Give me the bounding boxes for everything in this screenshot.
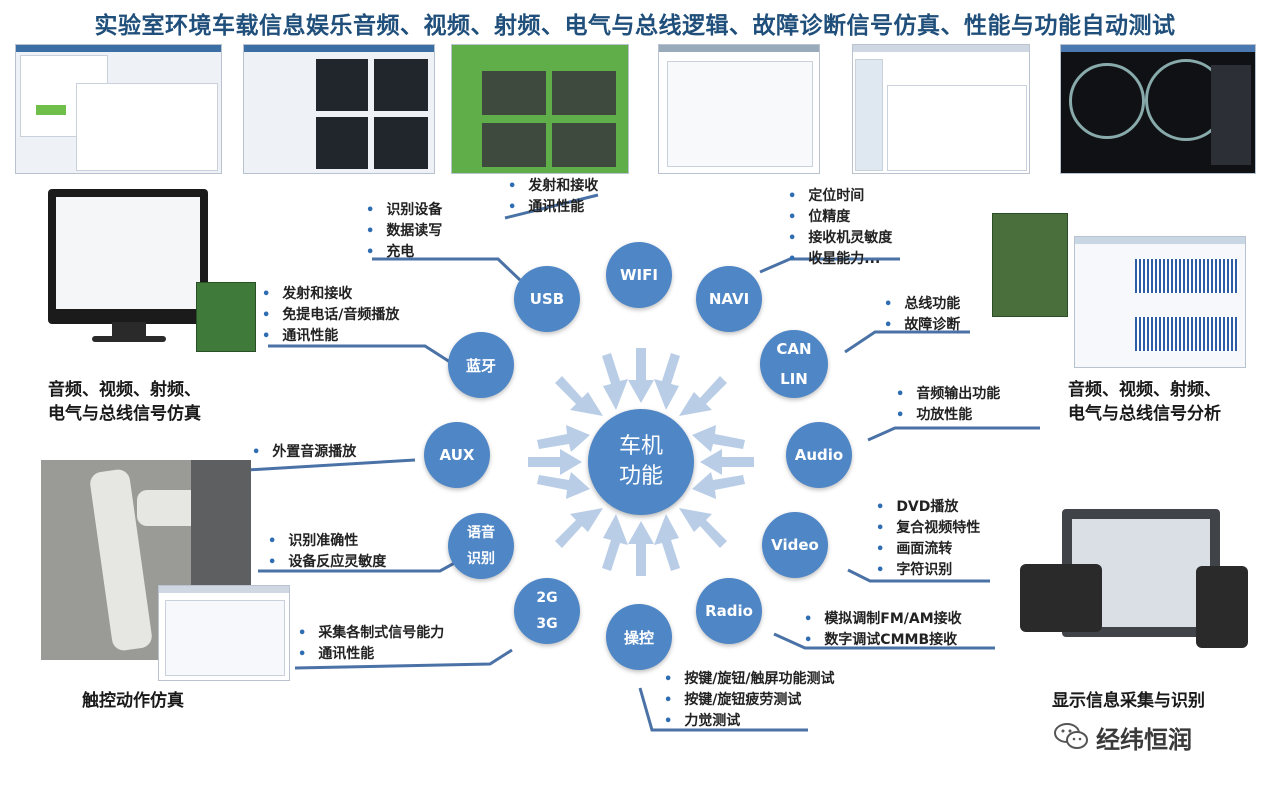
node-voice-label-2: 识别 [467,551,495,567]
node-2g-label: 2G [536,590,558,606]
simulation-caption: 音频、视频、射频、 电气与总线信号仿真 [48,378,201,426]
screenshot-thumb-4 [658,44,820,174]
node-navi: NAVI [696,266,762,332]
node-video: Video [762,512,828,578]
navi-item: 收星能力... [788,249,892,270]
bluetooth-item: 通讯性能 [262,326,399,347]
audio-item: 音频输出功能 [896,384,1000,405]
node-can-label: CAN [776,340,812,358]
video-item: DVD播放 [876,497,980,518]
navi-list: 定位时间 位精度 接收机灵敏度 收星能力... [788,186,892,270]
screenshot-thumb-5 [852,44,1030,174]
node-can-lin: CAN LIN [760,330,828,398]
screenshot-thumb-2 [243,44,435,174]
control-item: 按键/旋钮疲劳测试 [664,690,835,711]
usb-item: 数据读写 [366,221,442,242]
analysis-caption-line1: 音频、视频、射频、 [1068,380,1221,400]
wifi-list: 发射和接收 通讯性能 [508,176,598,218]
node-bluetooth: 蓝牙 [448,332,514,398]
navi-item: 位精度 [788,207,892,228]
wechat-icon [1054,723,1088,749]
usb-item: 充电 [366,242,442,263]
simulation-caption-line2: 电气与总线信号仿真 [48,404,201,424]
video-item: 画面流转 [876,539,980,560]
wifi-item: 通讯性能 [508,197,598,218]
video-item: 复合视频特性 [876,518,980,539]
audio-list: 音频输出功能 功放性能 [896,384,1000,426]
radio-item: 模拟调制FM/AM接收 [804,609,961,630]
node-control: 操控 [606,604,672,670]
touch-test-screenshot [158,585,290,681]
voice-list: 识别准确性 设备反应灵敏度 [268,531,386,573]
mobile-item: 通讯性能 [298,644,444,665]
radio-list: 模拟调制FM/AM接收 数字调试CMMB接收 [804,609,962,651]
node-usb: USB [514,266,580,332]
node-audio: Audio [786,422,852,488]
screenshot-thumb-1 [15,44,222,174]
node-wifi: WIFI [606,242,672,308]
analysis-caption: 音频、视频、射频、 电气与总线信号分析 [1068,378,1221,426]
node-radio: Radio [696,578,762,644]
screenshot-thumb-6 [1060,44,1256,174]
page-title: 实验室环境车载信息娱乐音频、视频、射频、电气与总线逻辑、故障诊断信号仿真、性能与… [94,13,1176,39]
wifi-item: 发射和接收 [508,176,598,197]
control-item: 按键/旋钮/触屏功能测试 [664,669,834,690]
analysis-caption-line2: 电气与总线信号分析 [1068,404,1221,424]
usb-item: 识别设备 [366,200,442,221]
usb-list: 识别设备 数据读写 充电 [366,200,442,263]
navi-item: 定位时间 [788,186,892,207]
aux-list: 外置音源播放 [252,442,356,463]
node-voice: 语音 识别 [448,513,514,579]
video-list: DVD播放 复合视频特性 画面流转 字符识别 [876,497,980,581]
voice-item: 识别准确性 [268,531,386,552]
node-2g-3g: 2G 3G [514,578,580,644]
simulation-caption-line1: 音频、视频、射频、 [48,380,201,400]
control-item: 力觉测试 [664,711,835,732]
display-caption: 显示信息采集与识别 [1052,691,1205,711]
analysis-screenshot [1074,236,1246,368]
video-item: 字符识别 [876,560,980,581]
node-lin-label: LIN [780,370,808,388]
touch-caption: 触控动作仿真 [82,691,184,711]
voice-item: 设备反应灵敏度 [268,552,386,573]
navi-item: 接收机灵敏度 [788,228,892,249]
camera-left [1020,564,1102,632]
center-label-1: 车机 [618,434,663,459]
radial-arrows [528,348,754,576]
bluetooth-item: 发射和接收 [262,284,399,305]
simulation-monitor [48,189,208,324]
can-item: 总线功能 [884,294,960,315]
hardware-card-right [992,213,1068,317]
node-3g-label: 3G [536,616,558,632]
mobile-item: 采集各制式信号能力 [298,623,444,644]
mobile-list: 采集各制式信号能力 通讯性能 [298,623,444,665]
control-list: 按键/旋钮/触屏功能测试 按键/旋钮疲劳测试 力觉测试 [664,669,835,732]
radio-item: 数字调试CMMB接收 [804,630,962,651]
screenshot-thumb-3 [451,44,629,174]
hardware-card-left [196,282,256,352]
bluetooth-list: 发射和接收 免提电话/音频播放 通讯性能 [262,284,399,347]
center-label-2: 功能 [618,464,663,489]
camera-right [1196,566,1248,648]
can-list: 总线功能 故障诊断 [884,294,960,336]
can-item: 故障诊断 [884,315,960,336]
aux-item: 外置音源播放 [252,442,356,463]
brand-name: 经纬恒润 [1096,726,1192,754]
monitor-base [92,336,166,342]
node-voice-label-1: 语音 [467,525,495,541]
audio-item: 功放性能 [896,405,1000,426]
monitor-stand [112,322,146,336]
center-hub: 车机 功能 [588,409,694,515]
node-aux: AUX [424,422,490,488]
bluetooth-item: 免提电话/音频播放 [262,305,399,326]
